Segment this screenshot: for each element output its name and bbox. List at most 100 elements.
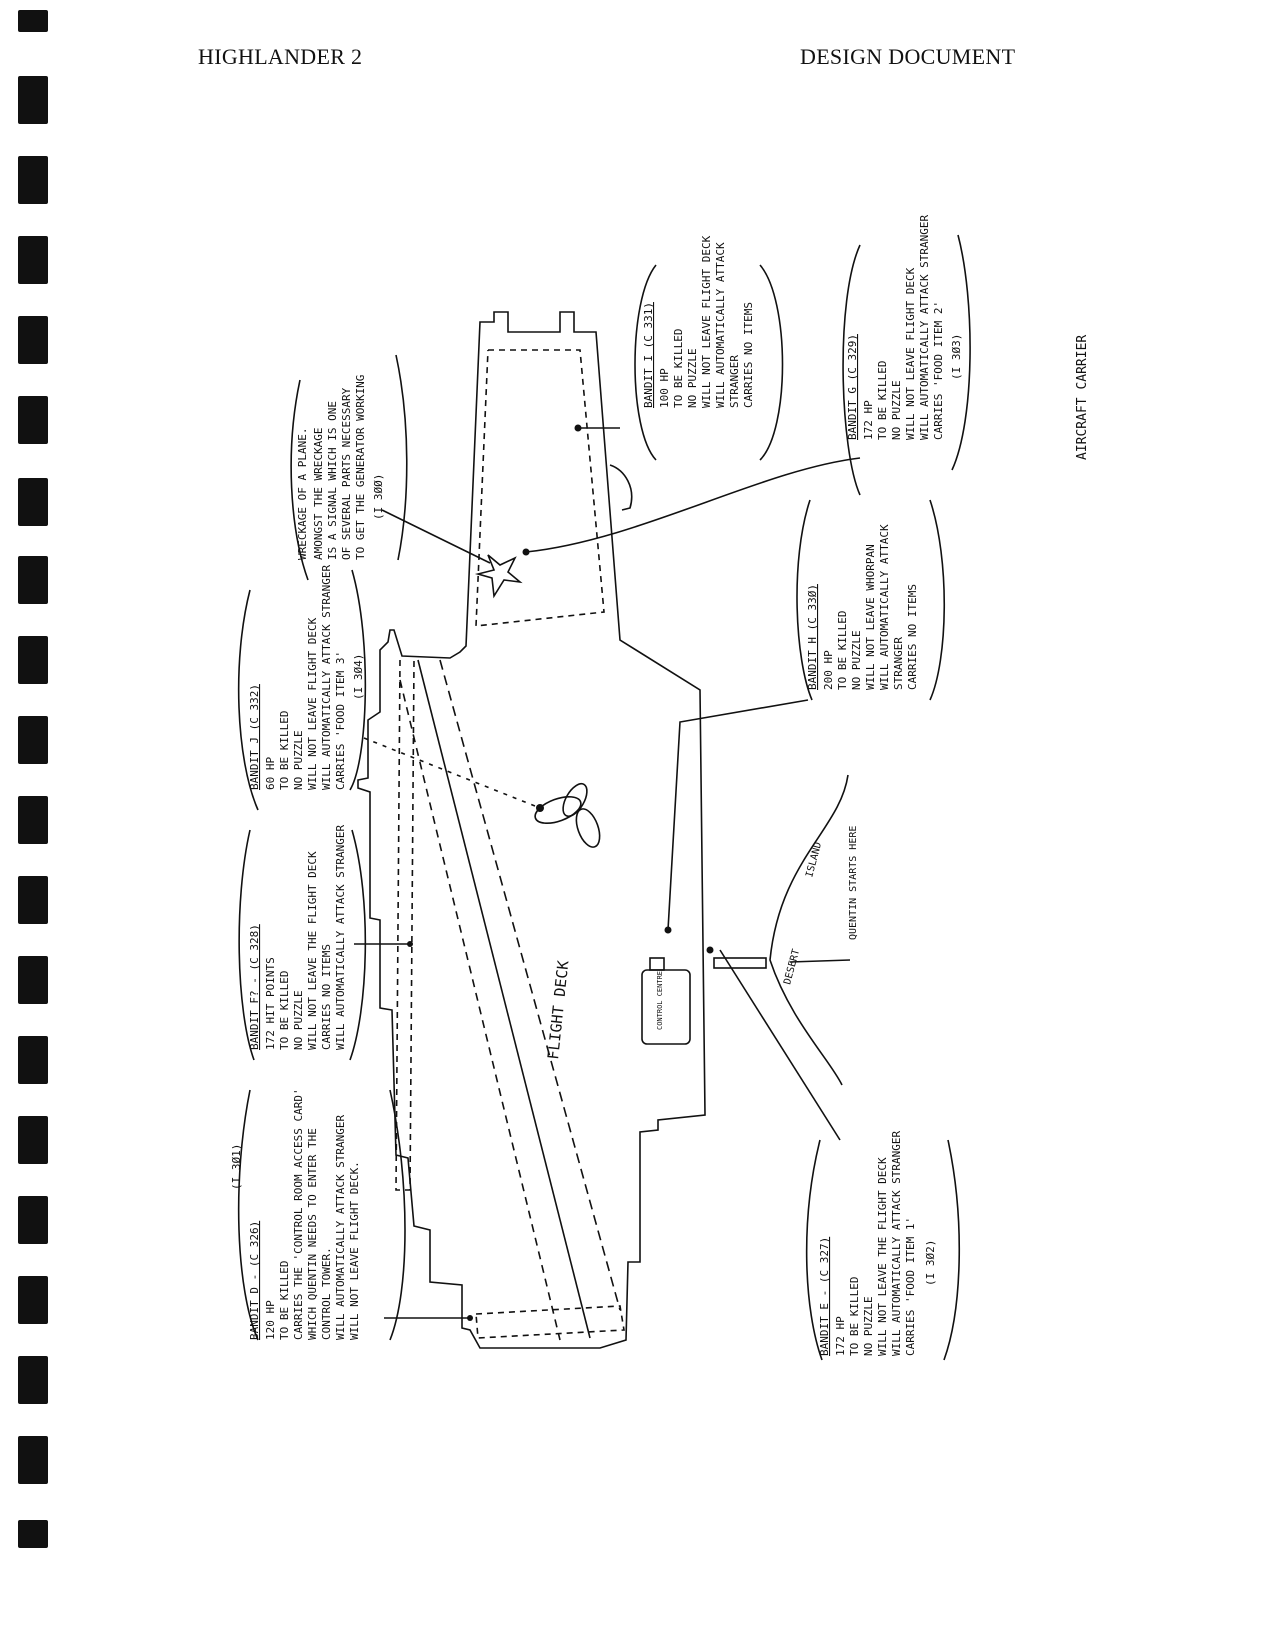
- svg-text:CARRIES NO ITEMS: CARRIES NO ITEMS: [742, 302, 755, 408]
- note-bandit-i: BANDIT I (C 331) 100 HP TO BE KILLED NO …: [642, 235, 755, 408]
- gangway-ladder: [713, 957, 767, 969]
- svg-text:(I 3Ø3): (I 3Ø3): [950, 334, 963, 380]
- svg-text:TO BE KILLED: TO BE KILLED: [836, 611, 849, 690]
- binder-hole: [18, 76, 48, 124]
- svg-text:NO PUZZLE: NO PUZZLE: [862, 1296, 875, 1356]
- svg-text:NO PUZZLE: NO PUZZLE: [292, 990, 305, 1050]
- pointer-start: [789, 959, 851, 963]
- svg-text:WILL AUTOMATICALLY ATTACK: WILL AUTOMATICALLY ATTACK: [714, 242, 727, 408]
- binder-hole: [18, 1356, 48, 1404]
- svg-text:AMONGST THE WRECKAGE: AMONGST THE WRECKAGE: [312, 428, 325, 560]
- binder-hole: [18, 716, 48, 764]
- svg-text:WILL NOT LEAVE FLIGHT DECK: WILL NOT LEAVE FLIGHT DECK: [904, 267, 917, 440]
- svg-text:NO PUZZLE: NO PUZZLE: [850, 630, 863, 690]
- binder-hole: [18, 10, 48, 32]
- svg-text:NO PUZZLE: NO PUZZLE: [292, 730, 305, 790]
- control-centre-box: [641, 969, 691, 1045]
- svg-text:BANDIT F? - (C 328): BANDIT F? - (C 328): [248, 924, 261, 1050]
- binder-hole: [18, 236, 48, 284]
- binder-hole: [18, 636, 48, 684]
- svg-text:TO BE KILLED: TO BE KILLED: [672, 329, 685, 408]
- svg-text:BANDIT E - (C 327): BANDIT E - (C 327): [818, 1237, 831, 1356]
- svg-text:TO BE KILLED: TO BE KILLED: [278, 711, 291, 790]
- binder-hole: [18, 876, 48, 924]
- pointer-bandit-j: [363, 737, 541, 809]
- binder-hole: [18, 556, 48, 604]
- note-bandit-g: BANDIT G (C 329) 172 HP TO BE KILLED NO …: [846, 214, 963, 440]
- binder-hole: [18, 1436, 48, 1484]
- pointer-bandit-h: [667, 699, 809, 931]
- svg-text:OF SEVERAL PARTS NECESSARY: OF SEVERAL PARTS NECESSARY: [340, 387, 353, 560]
- plane-wreckage-icon: [474, 554, 523, 599]
- flight-deck-label: FLIGHT DECK: [544, 960, 572, 1061]
- binder-hole: [18, 1276, 48, 1324]
- svg-text:(I 3Ø1): (I 3Ø1): [230, 1144, 243, 1190]
- binder-hole: [18, 796, 48, 844]
- svg-text:172 HP: 172 HP: [862, 400, 875, 440]
- svg-text:(I 3Ø4): (I 3Ø4): [352, 654, 365, 700]
- svg-text:TO GET THE GENERATOR WORKING: TO GET THE GENERATOR WORKING: [354, 375, 367, 560]
- binder-hole: [18, 156, 48, 204]
- svg-text:WRECKAGE OF A PLANE.: WRECKAGE OF A PLANE.: [296, 428, 309, 560]
- svg-text:NO PUZZLE: NO PUZZLE: [890, 380, 903, 440]
- pointer-wreckage: [381, 509, 491, 564]
- desert-label: DESERT: [782, 948, 802, 986]
- svg-text:CONTROL TOWER.: CONTROL TOWER.: [320, 1247, 333, 1340]
- svg-text:BANDIT J (C 332): BANDIT J (C 332): [248, 684, 261, 790]
- svg-text:CARRIES THE 'CONTROL ROOM ACCE: CARRIES THE 'CONTROL ROOM ACCESS CARD': [292, 1088, 305, 1340]
- propeller-icon: [534, 782, 601, 848]
- binder-hole: [18, 1520, 48, 1548]
- svg-text:TO BE KILLED: TO BE KILLED: [278, 1261, 291, 1340]
- svg-text:CARRIES NO ITEMS: CARRIES NO ITEMS: [320, 944, 333, 1050]
- svg-text:WILL AUTOMATICALLY ATTACK STRA: WILL AUTOMATICALLY ATTACK STRANGER: [334, 1114, 347, 1340]
- svg-text:200 HP: 200 HP: [822, 650, 835, 690]
- svg-text:CARRIES 'FOOD ITEM 1': CARRIES 'FOOD ITEM 1': [904, 1217, 917, 1356]
- island-label: ISLAND: [804, 841, 824, 879]
- svg-text:BANDIT I (C 331): BANDIT I (C 331): [642, 302, 655, 408]
- quentin-start-label: QUENTIN STARTS HERE: [848, 826, 859, 940]
- svg-text:CARRIES 'FOOD ITEM 2': CARRIES 'FOOD ITEM 2': [932, 301, 945, 440]
- binder-hole: [18, 1036, 48, 1084]
- svg-text:WILL AUTOMATICALLY ATTACK STRA: WILL AUTOMATICALLY ATTACK STRANGER: [334, 824, 347, 1050]
- svg-text:TO BE KILLED: TO BE KILLED: [848, 1277, 861, 1356]
- svg-text:WILL NOT LEAVE FLIGHT DECK: WILL NOT LEAVE FLIGHT DECK: [700, 235, 713, 408]
- svg-text:NO PUZZLE: NO PUZZLE: [686, 348, 699, 408]
- note-bandit-j: BANDIT J (C 332) 60 HP TO BE KILLED NO P…: [248, 564, 365, 790]
- binder-hole: [18, 316, 48, 364]
- svg-text:IS A SIGNAL WHICH IS ONE: IS A SIGNAL WHICH IS ONE: [326, 401, 339, 560]
- svg-text:WILL NOT LEAVE FLIGHT DECK.: WILL NOT LEAVE FLIGHT DECK.: [348, 1161, 361, 1340]
- svg-text:TO BE KILLED: TO BE KILLED: [876, 361, 889, 440]
- svg-text:WHICH QUENTIN NEEDS TO ENTER T: WHICH QUENTIN NEEDS TO ENTER THE: [306, 1128, 319, 1340]
- desert-edge: [769, 774, 849, 1086]
- svg-text:BANDIT G (C 329): BANDIT G (C 329): [846, 334, 859, 440]
- svg-text:WILL AUTOMATICALLY ATTACK STRA: WILL AUTOMATICALLY ATTACK STRANGER: [890, 1130, 903, 1356]
- binder-hole: [18, 1116, 48, 1164]
- svg-text:CARRIES NO ITEMS: CARRIES NO ITEMS: [906, 584, 919, 690]
- carrier-hull: [357, 311, 706, 1349]
- svg-text:100 HP: 100 HP: [658, 368, 671, 408]
- pointer-bandit-e: [719, 949, 841, 1141]
- note-bandit-f: BANDIT F? - (C 328) 172 HIT POINTS TO BE…: [248, 824, 347, 1050]
- svg-text:172 HIT POINTS: 172 HIT POINTS: [264, 957, 277, 1050]
- note-bandit-e: BANDIT E - (C 327) 172 HP TO BE KILLED N…: [818, 1130, 937, 1356]
- binder-hole: [18, 1196, 48, 1244]
- note-bandit-d: BANDIT D - (C 326) 120 HP TO BE KILLED C…: [230, 1088, 361, 1340]
- svg-text:STRANGER: STRANGER: [728, 355, 741, 408]
- aircraft-carrier-caption: AIRCRAFT CARRIER: [1075, 335, 1090, 460]
- island-bump: [609, 464, 633, 511]
- svg-text:WILL AUTOMATICALLY ATTACK STRA: WILL AUTOMATICALLY ATTACK STRANGER: [320, 564, 333, 790]
- svg-text:WILL NOT LEAVE FLIGHT DECK: WILL NOT LEAVE FLIGHT DECK: [306, 617, 319, 790]
- svg-text:WILL NOT LEAVE THE FLIGHT DECK: WILL NOT LEAVE THE FLIGHT DECK: [306, 851, 319, 1050]
- svg-text:WILL AUTOMATICALLY ATTACK: WILL AUTOMATICALLY ATTACK: [878, 524, 891, 690]
- svg-text:60 HP: 60 HP: [264, 757, 277, 790]
- svg-text:BANDIT D - (C 326): BANDIT D - (C 326): [248, 1221, 261, 1340]
- svg-text:120 HP: 120 HP: [264, 1300, 277, 1340]
- pointer-bandit-g: [525, 457, 861, 553]
- svg-text:172 HP: 172 HP: [834, 1316, 847, 1356]
- control-centre-label: CONTROL CENTRE: [656, 971, 664, 1030]
- binder-hole: [18, 478, 48, 526]
- svg-text:TO BE KILLED: TO BE KILLED: [278, 971, 291, 1050]
- document-type: DESIGN DOCUMENT: [800, 44, 1016, 69]
- document-title: HIGHLANDER 2: [198, 44, 363, 69]
